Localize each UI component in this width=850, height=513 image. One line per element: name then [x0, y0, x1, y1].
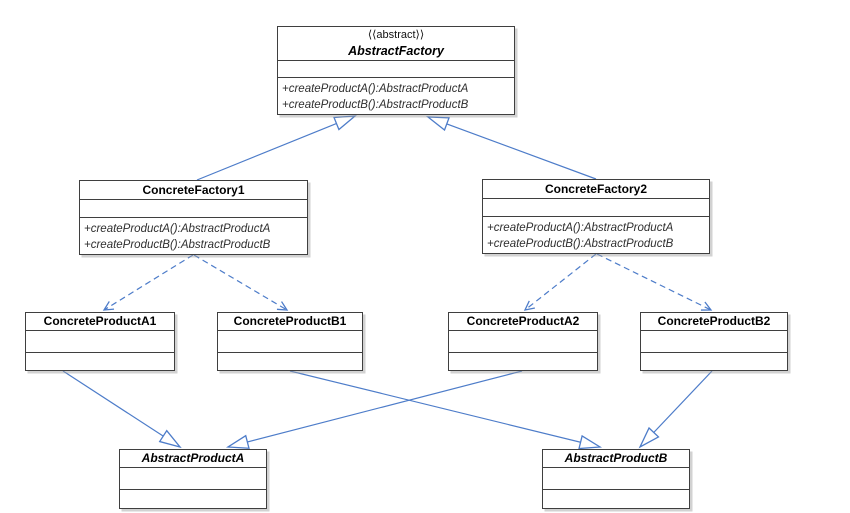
- class-attributes-empty: [218, 331, 362, 353]
- class-title: AbstractProductA: [120, 450, 266, 468]
- method-line: +createProductA():AbstractProductA: [282, 83, 469, 95]
- generalization-concretefactory2-abstractfactory: [426, 116, 597, 180]
- generalization-concreteproducta1-abstractproducta: [62, 370, 182, 449]
- class-title: AbstractProductB: [543, 450, 689, 468]
- dependency-concretefactory2-concreteproductb2: [596, 253, 713, 311]
- class-methods: +createProductA():AbstractProductA +crea…: [483, 217, 709, 252]
- class-attributes-empty: [278, 61, 514, 78]
- class-title: ConcreteProductB1: [218, 313, 362, 331]
- dependency-concretefactory2-concreteproducta2: [523, 253, 597, 311]
- class-concrete-productB1: ConcreteProductB1: [217, 312, 363, 371]
- class-attributes-empty: [543, 468, 689, 490]
- generalization-concreteproducta2-abstractproducta: [225, 370, 523, 449]
- method-line: +createProductA():AbstractProductA: [487, 222, 674, 234]
- class-concrete-factory1: ConcreteFactory1 +createProductA():Abstr…: [79, 180, 308, 255]
- class-title: ConcreteFactory1: [80, 181, 307, 200]
- method-line: +createProductB():AbstractProductB: [487, 238, 674, 250]
- class-concrete-factory2: ConcreteFactory2 +createProductA():Abstr…: [482, 179, 710, 254]
- class-abstract-productB: AbstractProductB: [542, 449, 690, 509]
- class-methods: +createProductA():AbstractProductA +crea…: [278, 78, 514, 113]
- generalization-concreteproductb2-abstractproductb: [638, 370, 713, 449]
- class-name: AbstractFactory: [348, 44, 444, 58]
- class-abstract-productA: AbstractProductA: [119, 449, 267, 509]
- class-title: ⟨⟨abstract⟩⟩ AbstractFactory: [278, 27, 514, 61]
- class-attributes-empty: [120, 468, 266, 490]
- dependency-concretefactory1-concreteproducta1: [102, 254, 194, 311]
- method-line: +createProductB():AbstractProductB: [84, 239, 271, 251]
- class-attributes-empty: [449, 331, 597, 353]
- class-title: ConcreteFactory2: [483, 180, 709, 199]
- generalization-concreteproductb1-abstractproductb: [289, 370, 603, 450]
- class-concrete-productA1: ConcreteProductA1: [25, 312, 175, 371]
- class-attributes-empty: [641, 331, 787, 353]
- method-line: +createProductB():AbstractProductB: [282, 99, 469, 111]
- class-methods: +createProductA():AbstractProductA +crea…: [80, 218, 307, 253]
- method-line: +createProductA():AbstractProductA: [84, 223, 271, 235]
- dependency-concretefactory1-concreteproductb1: [193, 254, 289, 311]
- generalization-concretefactory1-abstractfactory: [196, 115, 357, 181]
- class-title: ConcreteProductA1: [26, 313, 174, 331]
- class-attributes-empty: [483, 199, 709, 217]
- class-title: ConcreteProductB2: [641, 313, 787, 331]
- class-abstract-factory: ⟨⟨abstract⟩⟩ AbstractFactory +createProd…: [277, 26, 515, 115]
- class-concrete-productA2: ConcreteProductA2: [448, 312, 598, 371]
- class-concrete-productB2: ConcreteProductB2: [640, 312, 788, 371]
- class-stereotype: ⟨⟨abstract⟩⟩: [367, 29, 425, 41]
- class-attributes-empty: [80, 200, 307, 218]
- class-title: ConcreteProductA2: [449, 313, 597, 331]
- class-attributes-empty: [26, 331, 174, 353]
